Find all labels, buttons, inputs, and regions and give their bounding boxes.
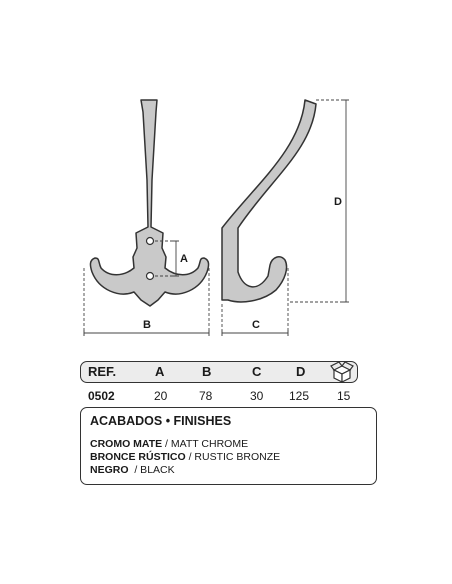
dimension-ticks xyxy=(83,99,349,336)
dimension-a-label: A xyxy=(180,253,188,265)
dimension-b-label: B xyxy=(143,319,151,331)
dimension-d-label: D xyxy=(334,196,342,208)
dimension-lines xyxy=(83,99,348,334)
hook-side-view xyxy=(221,99,317,303)
finish-name-en: / MATT CHROME xyxy=(162,438,249,450)
finish-name-en: / BLACK xyxy=(128,464,175,476)
ref-code: 0502 xyxy=(88,389,115,403)
col-b-header: B xyxy=(202,364,212,379)
value-box-quantity: 15 xyxy=(337,389,351,403)
finish-item: BRONCE RÚSTICO / RUSTIC BRONZE xyxy=(90,451,280,463)
screw-hole-bottom xyxy=(145,271,155,281)
col-d-header: D xyxy=(296,364,306,379)
box-icon xyxy=(330,361,354,383)
finish-item: CROMO MATE / MATT CHROME xyxy=(90,438,248,450)
finish-name-en: / RUSTIC BRONZE xyxy=(185,451,281,463)
hook-side-body xyxy=(221,99,317,303)
value-d: 125 xyxy=(289,389,310,403)
finish-name-es: CROMO MATE xyxy=(90,438,163,450)
col-c-header: C xyxy=(252,364,262,379)
finishes-title: ACABADOS • FINISHES xyxy=(90,414,232,428)
value-a: 20 xyxy=(154,389,168,403)
finish-item: NEGRO / BLACK xyxy=(90,464,175,476)
value-b: 78 xyxy=(199,389,213,403)
screw-hole-top xyxy=(145,236,155,246)
finish-name-es: NEGRO xyxy=(90,464,129,476)
col-a-header: A xyxy=(155,364,165,379)
hook-front-body xyxy=(89,99,210,307)
value-c: 30 xyxy=(250,389,264,403)
dimension-c-label: C xyxy=(252,319,260,331)
finishes-box xyxy=(80,407,377,485)
ref-header: REF. xyxy=(88,364,117,379)
ref-table-header xyxy=(80,361,358,383)
hook-front-view xyxy=(89,99,210,307)
finish-name-es: BRONCE RÚSTICO xyxy=(90,451,186,463)
